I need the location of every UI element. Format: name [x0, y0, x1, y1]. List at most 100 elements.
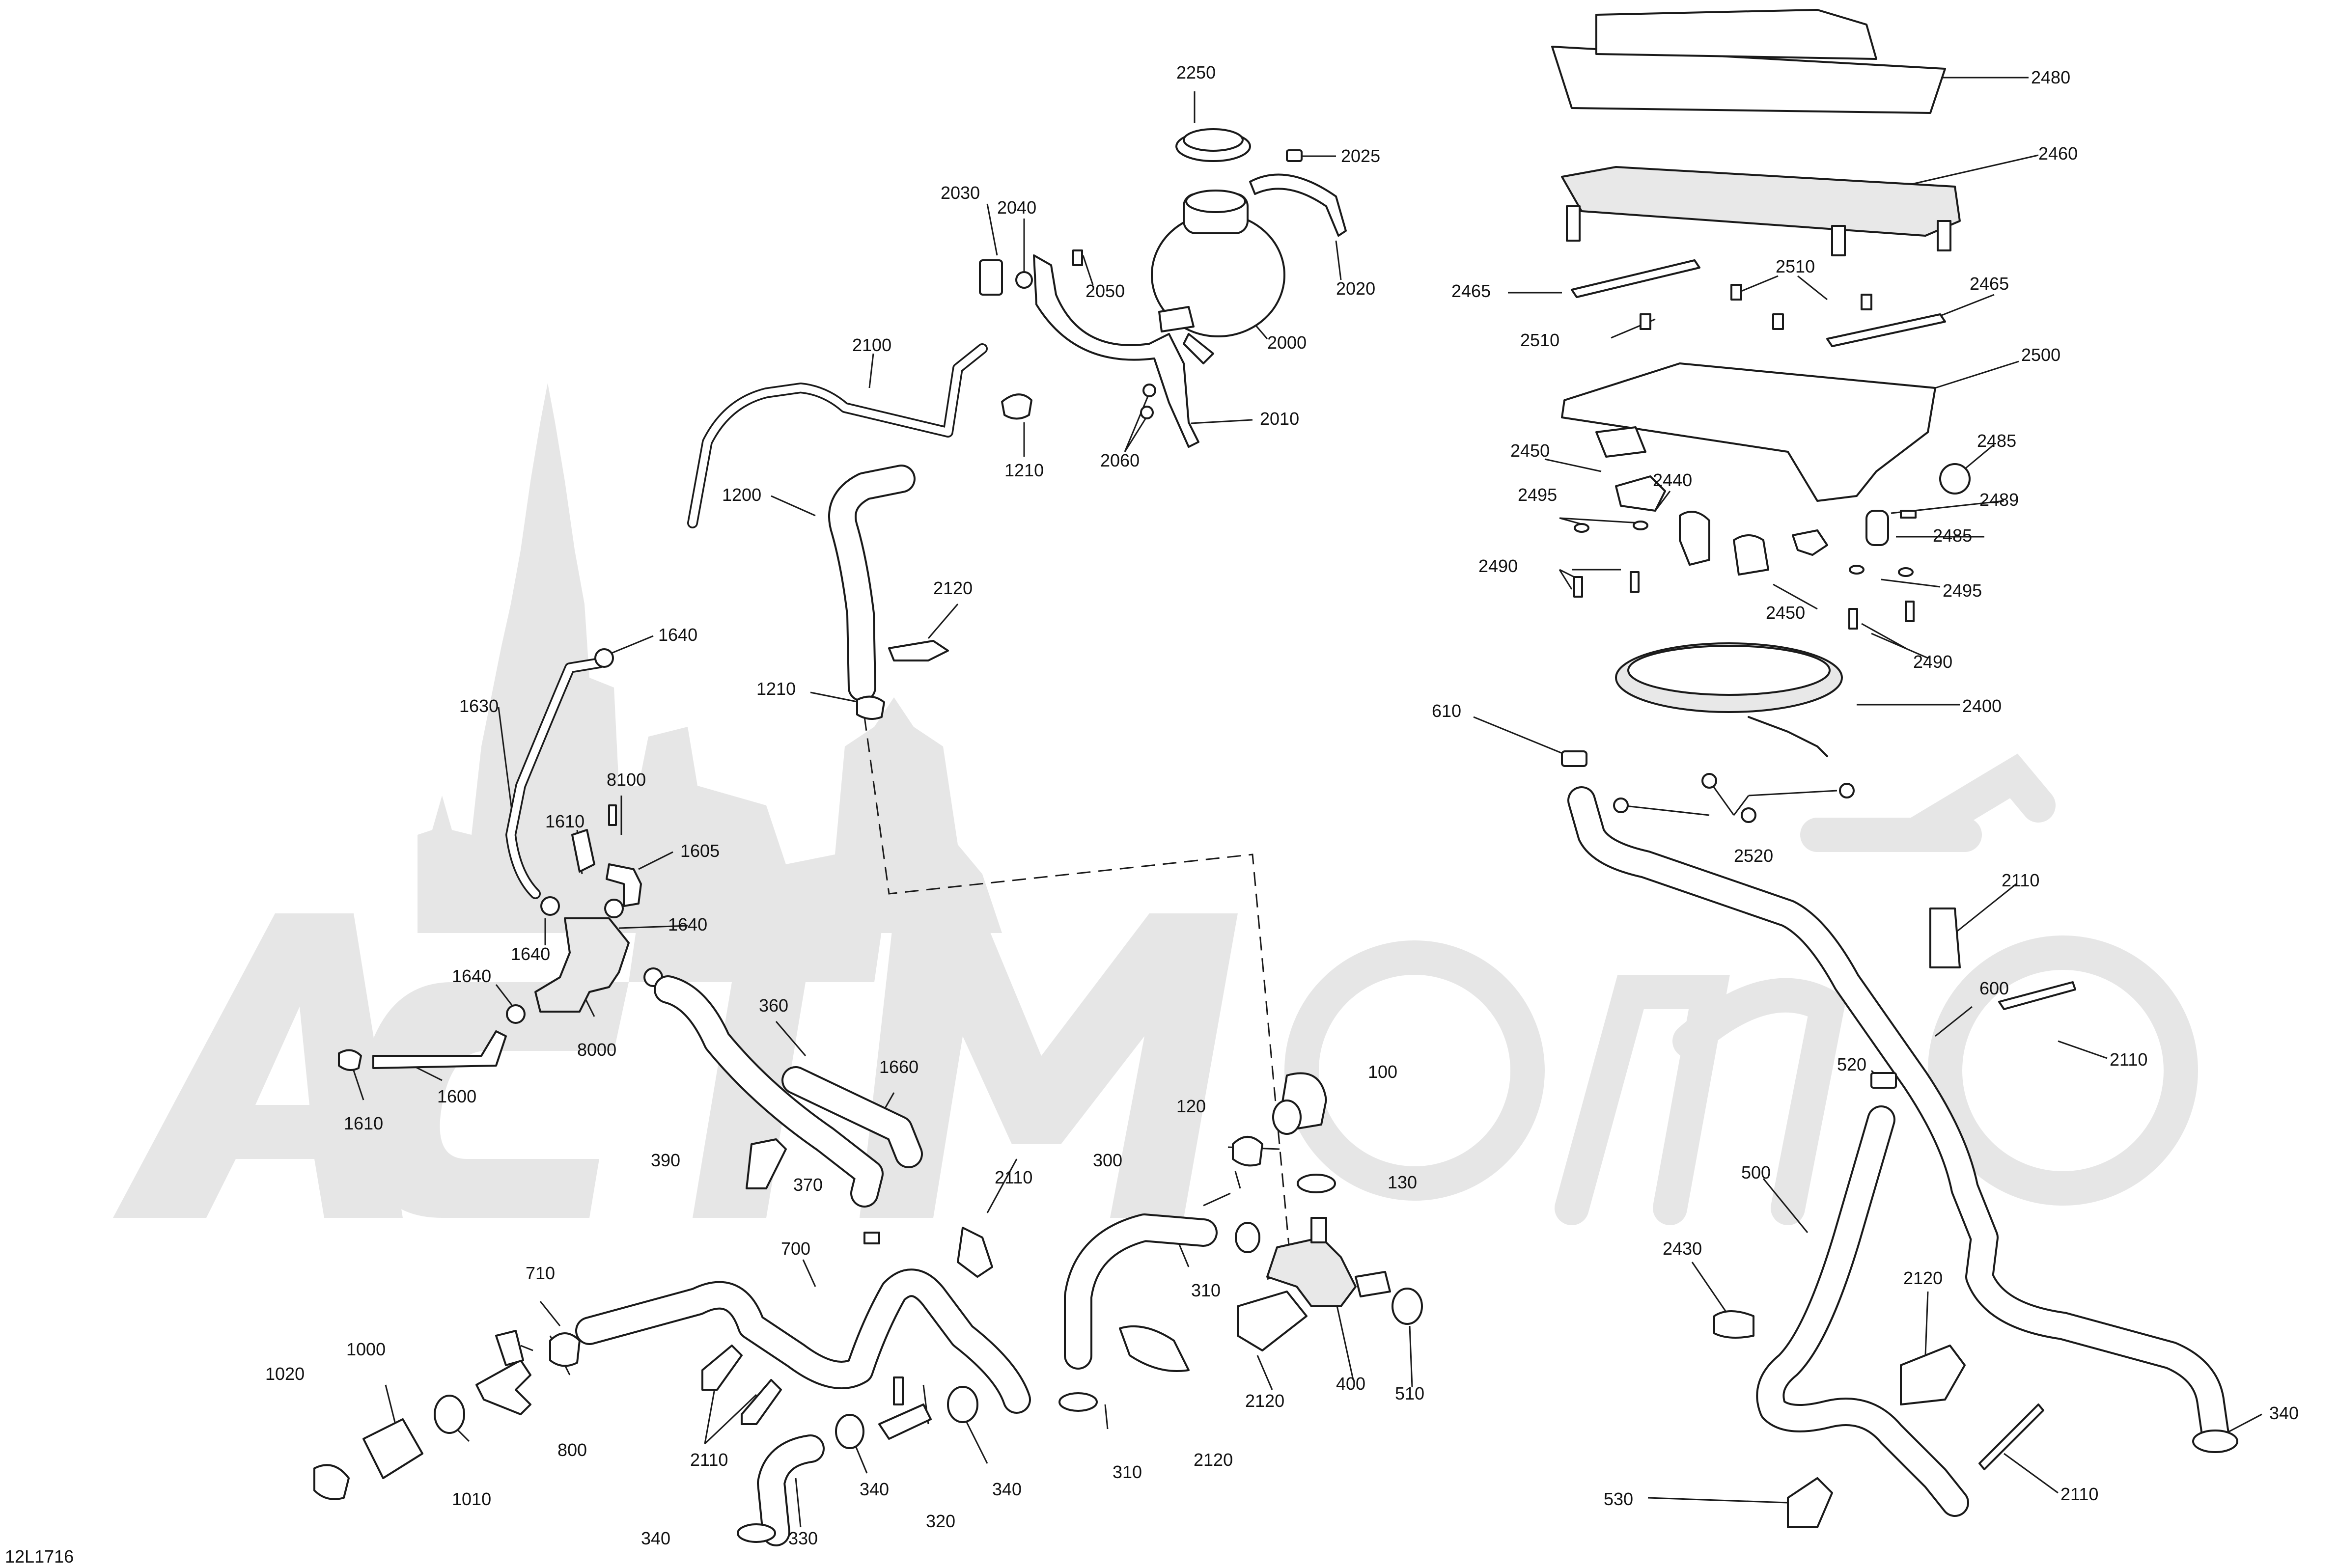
part-labels: 2250 2025 2030 2040 2050 2000 2020 2100 … [5, 62, 2299, 1567]
cable-tie-2110 [1998, 981, 2076, 1010]
label-120: 120 [1176, 1096, 1206, 1116]
label-2400: 2400 [1962, 696, 2002, 716]
hose-1605 [606, 863, 642, 907]
label-1610-low: 1610 [344, 1113, 383, 1133]
strap-2120-low [1119, 1325, 1190, 1372]
grommet-2485-low [1865, 510, 1889, 546]
screw-2490-c [1848, 608, 1858, 630]
clamp-1640-top [594, 648, 614, 668]
label-2480: 2480 [2031, 67, 2070, 87]
label-1605: 1605 [680, 841, 720, 861]
watermark-letter-c [360, 982, 629, 1218]
label-370: 370 [793, 1175, 823, 1195]
label-1640-left: 1640 [452, 966, 491, 986]
clamp-510 [1392, 1288, 1423, 1325]
leader-lines [353, 77, 2262, 1538]
thermostat-housing-400 [1266, 1237, 1357, 1307]
label-2040: 2040 [997, 197, 1036, 218]
clamp-310-low [1058, 1392, 1098, 1412]
strap-2110-low-b [741, 1379, 782, 1425]
cable-tie-2110-low [1978, 1403, 2044, 1470]
label-710: 710 [526, 1263, 555, 1283]
label-1600: 1600 [437, 1086, 476, 1106]
label-2110-mid: 2110 [995, 1167, 1032, 1187]
label-1640-mid: 1640 [511, 944, 550, 964]
clamp-340-a [737, 1523, 776, 1543]
clamp-130 [1297, 1174, 1336, 1193]
fitting-1610-top [571, 829, 595, 873]
pin-2510-a [1640, 313, 1651, 330]
clamp-310-mid [1235, 1222, 1260, 1253]
radiator-2460 [1561, 166, 1961, 237]
clamp-1210 [856, 695, 885, 720]
label-2490-left: 2490 [1478, 556, 1518, 576]
bracket-clip [979, 259, 1003, 296]
label-8100: 8100 [607, 770, 646, 790]
clamp-340-b [835, 1414, 864, 1449]
tank-mount-bracket [1033, 254, 1199, 448]
label-310-low: 310 [1113, 1462, 1142, 1482]
label-1610-top: 1610 [545, 811, 584, 831]
screw-2490-a [1573, 576, 1583, 598]
label-2030: 2030 [941, 183, 980, 203]
screw-2489 [1900, 510, 1917, 519]
strap-2110-right-top [1929, 908, 1961, 968]
label-2060: 2060 [1100, 450, 1140, 470]
screw-2490-d [1905, 601, 1915, 622]
clamp-1010 [434, 1395, 465, 1434]
strap-2120-right [1237, 1291, 1308, 1351]
label-1640-top: 1640 [658, 625, 697, 645]
screw-2490-b [1630, 571, 1640, 593]
label-1210: 1210 [756, 679, 796, 699]
bolt-610 [1561, 750, 1587, 767]
strap-390 [746, 1138, 787, 1189]
tank-strap [1249, 173, 1347, 237]
clamp-520 [1870, 1072, 1897, 1089]
clamp-340-c [947, 1386, 978, 1423]
label-510: 510 [1395, 1383, 1424, 1403]
label-310-mid: 310 [1191, 1280, 1221, 1300]
strap-2110-low-a [701, 1345, 743, 1391]
label-2495-right: 2495 [1943, 580, 1982, 601]
label-2485-low: 2485 [1933, 525, 1972, 546]
label-2100: 2100 [852, 335, 891, 355]
label-2450-low: 2450 [1766, 603, 1805, 623]
label-340-b: 340 [860, 1479, 889, 1499]
label-2450-top: 2450 [1510, 440, 1550, 461]
clip-2440 [1679, 511, 1710, 566]
strap-530 [1787, 1477, 1833, 1528]
label-2110-right-low: 2110 [2060, 1484, 2098, 1504]
coolant-tank-group [979, 128, 1347, 448]
label-800: 800 [557, 1440, 587, 1460]
fitting-320 [878, 1403, 932, 1440]
label-2050: 2050 [1086, 281, 1125, 301]
label-320: 320 [926, 1511, 955, 1531]
watermark-wheel-left [1284, 940, 1545, 1201]
label-130: 130 [1388, 1172, 1417, 1192]
clamp-120 [1232, 1136, 1263, 1167]
label-2020: 2020 [1336, 278, 1375, 299]
label-700: 700 [781, 1238, 810, 1259]
label-2485-top: 2485 [1977, 431, 2016, 451]
label-340-a: 340 [641, 1528, 670, 1548]
label-2120-far-right: 2120 [1903, 1268, 1943, 1288]
label-390: 390 [651, 1150, 680, 1170]
label-520: 520 [1837, 1054, 1866, 1074]
tee-fitting-800 [475, 1359, 531, 1415]
label-1630: 1630 [459, 696, 499, 716]
watermark-letter-m [860, 913, 1238, 1218]
bracket-2450-top [1615, 475, 1666, 512]
bracket-2450-low [1792, 529, 1828, 556]
label-2440: 2440 [1653, 470, 1692, 490]
pin-2510-b [1730, 284, 1742, 301]
watermark [113, 383, 2198, 1225]
washer-2495-a [1574, 523, 1589, 533]
clamp-710 [549, 1332, 581, 1367]
label-340-c: 340 [992, 1479, 1022, 1499]
bolt-8100 [608, 804, 617, 826]
pin-2510-d [1861, 294, 1872, 310]
cap-2485-top [1939, 463, 1971, 495]
label-2520: 2520 [1734, 846, 1773, 866]
clamp-1020 [313, 1464, 350, 1500]
label-2025: 2025 [1341, 146, 1380, 166]
